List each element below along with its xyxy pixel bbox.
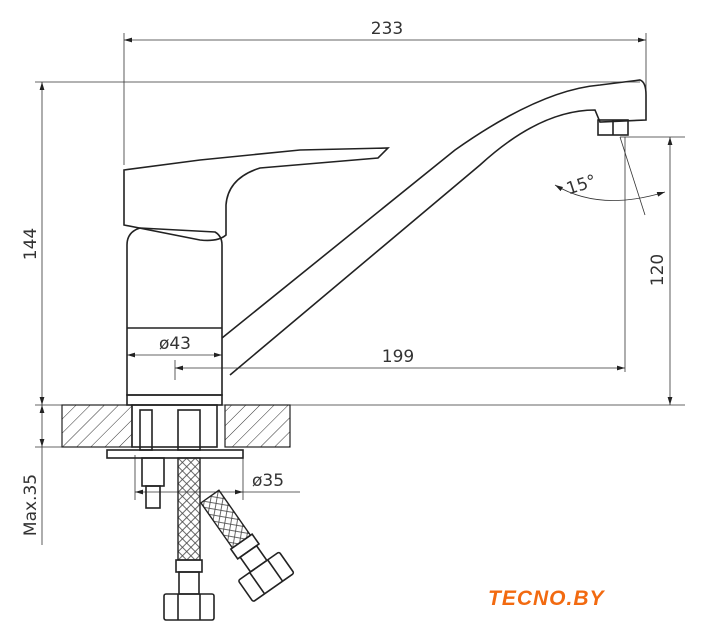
faucet-handle	[123, 147, 390, 242]
countertop-section	[61, 404, 291, 459]
label-120: 120	[648, 254, 668, 286]
dimension-233	[123, 33, 647, 165]
label-35-hole: ø35	[252, 471, 284, 491]
label-15-degrees: 15°	[564, 171, 599, 199]
supply-hose-straight	[163, 409, 215, 621]
dimension-144	[35, 81, 685, 406]
dimension-199	[174, 360, 625, 380]
supply-hose-angled	[199, 489, 295, 602]
dimension-120	[620, 136, 685, 405]
label-233: 233	[371, 19, 403, 39]
dimension-angle	[554, 136, 666, 216]
label-max35: Max.35	[21, 474, 41, 536]
faucet-spout	[221, 79, 647, 376]
label-144: 144	[21, 228, 41, 260]
dimension-max35	[35, 405, 62, 545]
label-199: 199	[382, 347, 414, 367]
label-43: ø43	[159, 334, 191, 354]
mounting-stud	[139, 409, 165, 509]
faucet-body	[126, 227, 223, 448]
tecno-by-logo: TECNO.BY	[488, 587, 605, 610]
